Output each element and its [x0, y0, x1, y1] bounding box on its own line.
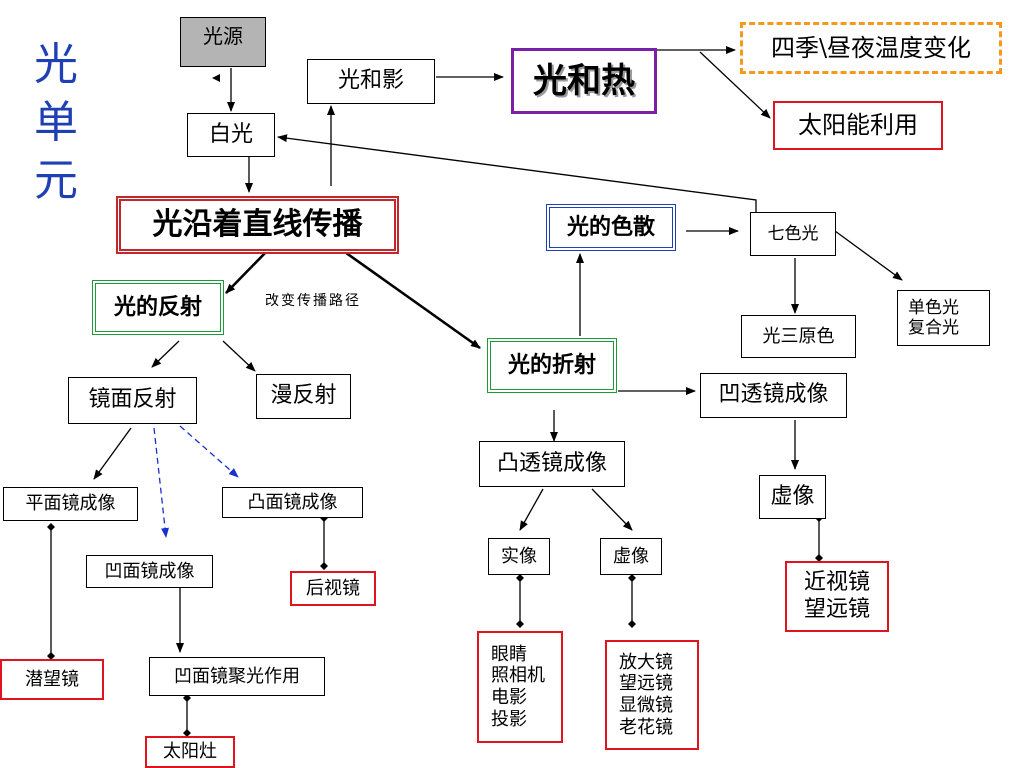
- node-concave-mirror-image[interactable]: 凹面镜成像: [86, 555, 213, 588]
- edge-seven-single: [834, 230, 903, 281]
- myopia-glasses-label: 近视镜: [803, 570, 870, 596]
- node-season-temperature[interactable]: 四季\昼夜温度变化: [740, 22, 1002, 74]
- small-arrow-glyph: [212, 74, 220, 82]
- edge-straight-refraction: [341, 248, 481, 350]
- compound-color-label: 复合光: [908, 318, 959, 338]
- use-magnifier: 放大镜: [619, 651, 673, 673]
- use-camera: 照相机: [491, 665, 545, 687]
- node-myopia-telescope[interactable]: 近视镜 望远镜: [785, 561, 889, 632]
- node-real-image[interactable]: 实像: [488, 538, 550, 575]
- edge-mirror-convex-mirror: [179, 425, 239, 478]
- node-rear-view-mirror[interactable]: 后视镜: [290, 571, 376, 606]
- node-concave-lens-image[interactable]: 凹透镜成像: [700, 373, 847, 418]
- node-straight-propagation[interactable]: 光沿着直线传播: [116, 196, 399, 254]
- unit-title: 光 单 元: [34, 36, 78, 210]
- node-virtual-image-right[interactable]: 虚像: [759, 475, 826, 519]
- node-periscope[interactable]: 潜望镜: [0, 659, 104, 700]
- use-microscope: 显微镜: [619, 695, 673, 716]
- use-telescope: 望远镜: [619, 673, 673, 695]
- node-convex-mirror-image[interactable]: 凸面镜成像: [222, 487, 363, 518]
- node-light-source[interactable]: 光源: [180, 17, 266, 67]
- unit-title-char-1: 光: [34, 39, 78, 90]
- label-change-path: 改变传播路径: [265, 293, 361, 309]
- node-light-and-shadow[interactable]: 光和影: [307, 59, 435, 104]
- node-refraction[interactable]: 光的折射: [487, 338, 617, 393]
- use-projector: 投影: [491, 708, 527, 730]
- use-movie: 电影: [491, 687, 527, 708]
- node-reflection[interactable]: 光的反射: [92, 280, 224, 335]
- unit-title-char-2: 单: [34, 97, 78, 148]
- node-diffuse-reflection[interactable]: 漫反射: [256, 374, 351, 419]
- edge-mirror-concave-mirror: [153, 427, 169, 538]
- node-concave-focus[interactable]: 凹面镜聚光作用: [149, 657, 325, 696]
- node-three-primary[interactable]: 光三原色: [741, 315, 856, 358]
- use-reading-glasses: 老花镜: [619, 716, 673, 738]
- node-light-and-heat[interactable]: 光和热: [511, 48, 657, 114]
- edge-straight-reflection: [225, 249, 269, 294]
- edge-reflection-diffuse: [222, 340, 256, 372]
- node-single-compound[interactable]: 单色光 复合光: [897, 290, 990, 346]
- telescope-label-right: 望远镜: [803, 596, 870, 622]
- single-color-label: 单色光: [908, 297, 959, 318]
- edge-heat-solar: [699, 51, 771, 119]
- node-dispersion[interactable]: 光的色散: [546, 204, 676, 251]
- node-real-image-uses[interactable]: 眼睛 照相机 电影 投影: [477, 631, 563, 743]
- use-eye: 眼睛: [491, 643, 527, 665]
- edge-reflection-mirror: [151, 340, 180, 368]
- node-solar-cooker[interactable]: 太阳灶: [145, 736, 235, 768]
- unit-title-char-3: 元: [34, 155, 78, 206]
- node-solar-use[interactable]: 太阳能利用: [773, 101, 943, 150]
- node-white-light[interactable]: 白光: [187, 113, 275, 157]
- node-virtual-image[interactable]: 虚像: [600, 538, 662, 575]
- edge-convex-real: [519, 488, 544, 531]
- node-mirror-reflection[interactable]: 镜面反射: [68, 377, 197, 424]
- edge-convex-virtual: [591, 488, 633, 531]
- node-virtual-image-uses[interactable]: 放大镜 望远镜 显微镜 老花镜: [605, 640, 699, 750]
- node-convex-lens-image[interactable]: 凸透镜成像: [479, 441, 625, 487]
- node-seven-colors[interactable]: 七色光: [750, 212, 836, 256]
- node-plane-mirror-image[interactable]: 平面镜成像: [3, 487, 138, 521]
- edge-mirror-plane: [93, 427, 132, 480]
